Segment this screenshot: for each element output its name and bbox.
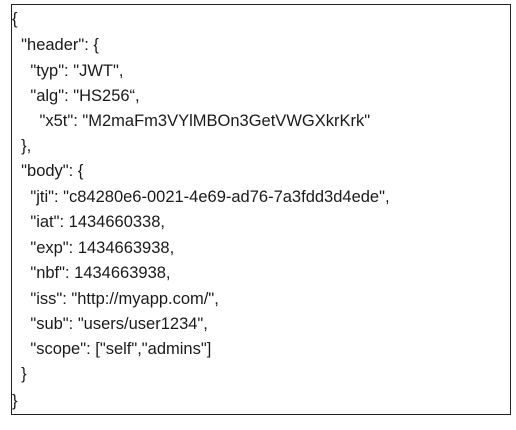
code-line: "sub": "users/user1234", [12,315,208,333]
json-code-box: { "header": { "typ": "JWT", "alg": "HS25… [11,4,511,415]
code-line: "x5t": "M2maFm3VYlMBOn3GetVWGXkrKrk" [12,112,371,130]
code-line: { [12,10,18,28]
code-line: "nbf": 1434663938, [12,264,171,282]
code-line: "body": { [12,162,84,180]
code-line: }, [12,137,32,155]
code-line: "header": { [12,36,99,54]
code-line: } [12,392,18,410]
code-line: "exp": 1434663938, [12,239,175,257]
code-line: } [12,365,27,383]
code-line: "jti": "c84280e6-0021-4e69-ad76-7a3fdd3d… [12,188,390,206]
code-line: "iat": 1434660338, [12,213,165,231]
code-line: "scope": ["self","admins"] [12,340,212,358]
code-line: "alg": "HS256“, [12,87,140,105]
code-line: "iss": "http://myapp.com/", [12,290,219,308]
code-line: "typ": "JWT", [12,62,124,80]
